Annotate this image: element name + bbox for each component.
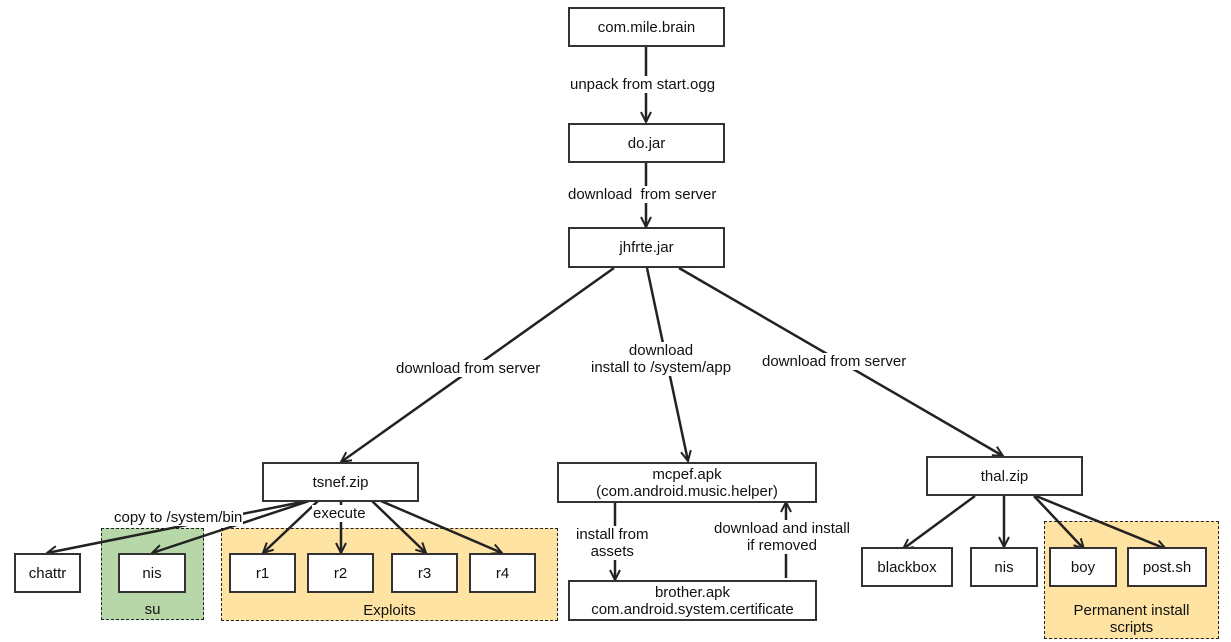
node-r2: r2 bbox=[307, 553, 374, 593]
group-permanent-label-line1: Permanent install bbox=[1073, 602, 1190, 619]
edge-tsnef-chattr bbox=[47, 499, 308, 553]
group-exploits-label: Exploits bbox=[363, 602, 416, 619]
edge-label-unpack: unpack from start.ogg bbox=[569, 76, 717, 93]
node-do-jar-label: do.jar bbox=[627, 134, 666, 152]
node-thal-zip: thal.zip bbox=[926, 456, 1083, 496]
edge-thal-boy bbox=[1033, 495, 1084, 549]
node-r4-label: r4 bbox=[495, 564, 510, 582]
edge-tsnef-r3 bbox=[371, 500, 426, 553]
node-chattr: chattr bbox=[14, 553, 81, 593]
node-jhfrte-jar-label: jhfrte.jar bbox=[619, 239, 674, 256]
edge-label-copy-bin: copy to /system/bin bbox=[113, 509, 244, 526]
node-brother-apk: brother.apk com.android.system.certifica… bbox=[568, 580, 817, 621]
node-post-sh-label: post.sh bbox=[1142, 558, 1192, 576]
node-brother-apk-label-line2: com.android.system.certificate bbox=[591, 600, 794, 618]
node-com-mile-brain: com.mile.brain bbox=[568, 7, 725, 47]
edge-label-download-removed: download and install if removed bbox=[713, 520, 851, 554]
node-chattr-label: chattr bbox=[28, 564, 67, 582]
node-nis-thal-label: nis bbox=[994, 558, 1014, 576]
edge-label-download-server-left: download from server bbox=[395, 360, 542, 377]
node-blackbox-label: blackbox bbox=[877, 558, 937, 576]
node-jhfrte-jar: jhfrte.jar bbox=[568, 227, 725, 268]
node-com-mile-brain-label: com.mile.brain bbox=[597, 18, 696, 36]
edge-tsnef-r4 bbox=[380, 499, 502, 553]
node-boy: boy bbox=[1049, 547, 1117, 587]
node-r1-label: r1 bbox=[255, 564, 270, 582]
node-nis-su-label: nis bbox=[142, 564, 162, 582]
edge-tsnef-r1 bbox=[263, 500, 319, 553]
edge-thal-postsh bbox=[1035, 494, 1166, 549]
edge-label-download-install: download install to /system/app bbox=[590, 342, 733, 376]
edge-label-download-removed-line1: download and install bbox=[714, 520, 850, 537]
edge-label-execute: execute bbox=[312, 505, 367, 522]
edge-label-install-assets-line2: assets bbox=[590, 543, 634, 560]
edge-label-install-assets: install from assets bbox=[575, 526, 650, 560]
edge-thal-blackbox bbox=[903, 494, 976, 549]
edge-tsnef-nis bbox=[152, 499, 310, 553]
node-post-sh: post.sh bbox=[1127, 547, 1207, 587]
edge-label-download-server-top: download from server bbox=[567, 186, 718, 203]
node-thal-zip-label: thal.zip bbox=[980, 467, 1029, 485]
node-nis-su: nis bbox=[118, 553, 186, 593]
node-r4: r4 bbox=[469, 553, 536, 593]
node-r3-label: r3 bbox=[417, 564, 432, 582]
node-r2-label: r2 bbox=[333, 564, 348, 582]
node-r1: r1 bbox=[229, 553, 296, 593]
edge-label-download-install-line2: install to /system/app bbox=[591, 359, 732, 376]
node-r3: r3 bbox=[391, 553, 458, 593]
node-do-jar: do.jar bbox=[568, 123, 725, 163]
edge-label-download-removed-line2: if removed bbox=[746, 537, 817, 554]
edge-label-download-server-right: download from server bbox=[761, 353, 908, 370]
node-nis-thal: nis bbox=[970, 547, 1038, 587]
node-tsnef-zip-label: tsnef.zip bbox=[312, 473, 369, 491]
node-mcpef-apk: mcpef.apk (com.android.music.helper) bbox=[557, 462, 817, 503]
node-tsnef-zip: tsnef.zip bbox=[262, 462, 419, 502]
group-permanent-label-line2: scripts bbox=[1109, 619, 1154, 636]
node-blackbox: blackbox bbox=[861, 547, 953, 587]
node-brother-apk-label-line1: brother.apk bbox=[654, 583, 731, 601]
edge-label-download-install-line1: download bbox=[628, 342, 694, 359]
group-permanent-label: Permanent install scripts bbox=[1045, 602, 1218, 636]
node-boy-label: boy bbox=[1070, 558, 1096, 576]
edge-label-install-assets-line1: install from bbox=[576, 526, 649, 543]
group-su-label: su bbox=[144, 601, 161, 618]
node-mcpef-apk-label-line2: (com.android.music.helper) bbox=[596, 482, 778, 500]
node-mcpef-apk-label-line1: mcpef.apk bbox=[652, 465, 722, 483]
